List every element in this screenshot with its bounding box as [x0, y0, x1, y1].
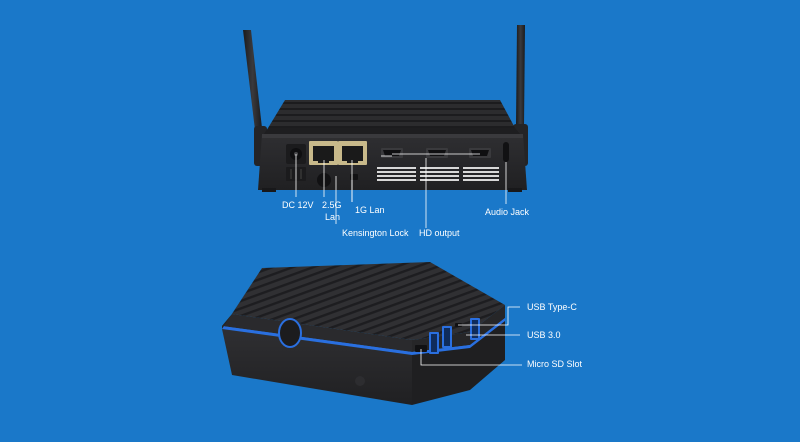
label-usbc: USB Type-C	[527, 302, 577, 312]
label-lan25-line2: Lan	[325, 212, 341, 222]
kensington-slot	[350, 174, 358, 180]
hd-ports	[381, 148, 491, 158]
audio-jack	[503, 142, 509, 162]
label-hd-output: HD output	[419, 228, 460, 238]
label-lan25-line1: 2.5G	[322, 200, 342, 210]
label-dc: DC 12V	[282, 200, 314, 210]
label-kensington: Kensington Lock	[342, 228, 409, 238]
label-audio-jack: Audio Jack	[485, 207, 530, 217]
device-top	[232, 262, 505, 340]
vents	[377, 167, 499, 181]
router-back-view	[243, 25, 528, 192]
antenna-left	[243, 30, 262, 130]
microsd-slot	[415, 345, 427, 352]
callout-lines-top	[295, 153, 507, 228]
router-front-view	[222, 262, 505, 405]
antenna-right	[516, 25, 525, 126]
power-button	[278, 318, 302, 348]
label-microsd: Micro SD Slot	[527, 359, 583, 369]
callout-lines-bottom	[420, 306, 522, 366]
label-usb3: USB 3.0	[527, 330, 561, 340]
accent-line-front	[222, 326, 412, 355]
label-lan1g: 1G Lan	[355, 205, 385, 215]
